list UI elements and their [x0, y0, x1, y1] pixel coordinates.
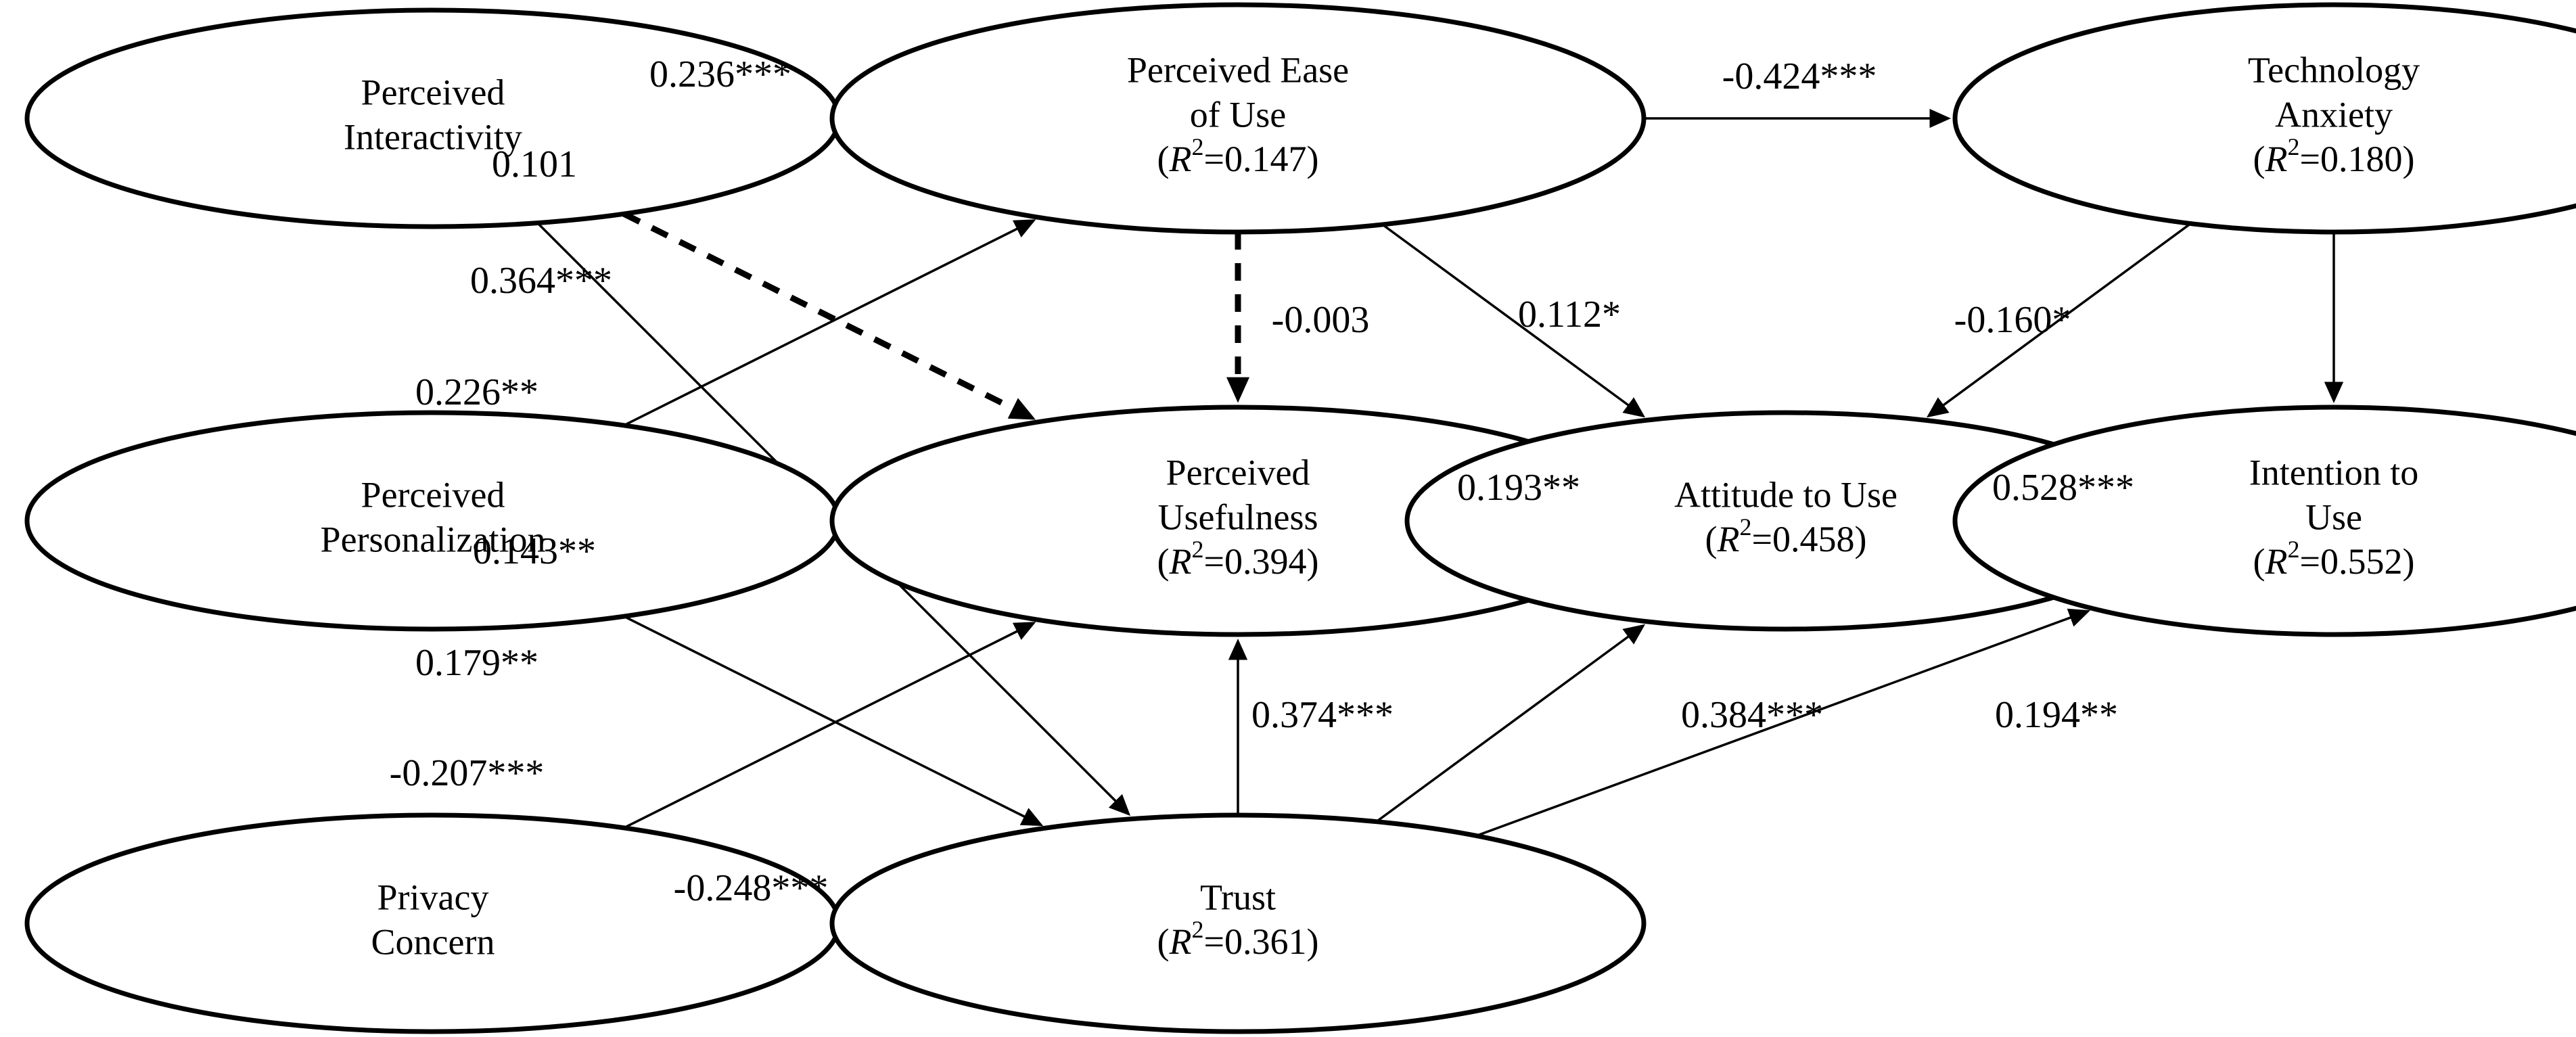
edge-coefficient-trust-to-attitude: 0.384***: [1681, 694, 1823, 736]
edge-coefficient-attitude-to-intention: 0.528***: [1992, 467, 2134, 509]
node-ellipse-intention-to-use: [1952, 405, 2576, 637]
node-label-privacy-concern: Concern: [371, 921, 495, 962]
edge-coefficient-trust-to-pu: 0.374***: [1251, 694, 1394, 736]
node-label-attitude-to-use: Attitude to Use: [1674, 474, 1898, 515]
node-label-perceived-usefulness: Perceived: [1166, 452, 1310, 492]
edge-coefficient-pi-to-peou: 0.236***: [649, 53, 791, 95]
node-label-perceived-ease-of-use: of Use: [1190, 94, 1286, 135]
edge-coefficient-pi-to-pu: 0.101: [492, 143, 577, 185]
edge-trust-to-intention: [1475, 608, 2091, 837]
node-label-privacy-concern: Privacy: [377, 877, 489, 917]
node-r2-trust: (R2=0.361): [1157, 916, 1319, 962]
edge-pi-to-pu: [622, 211, 1036, 420]
node-r2-intention-to-use: (R2=0.552): [2253, 536, 2415, 582]
edge-coefficient-peou-to-pu: -0.003: [1272, 299, 1370, 341]
edge-coefficient-ta-to-attitude: -0.160*: [1954, 299, 2071, 341]
node-r2-perceived-usefulness: (R2=0.394): [1157, 536, 1319, 582]
node-label-perceived-interactivity: Interactivity: [344, 116, 522, 157]
node-attitude-to-use[interactable]: Attitude to Use(R2=0.458): [1404, 410, 2167, 632]
edge-coefficient-pc-to-trust: -0.248***: [674, 867, 829, 909]
node-ellipse-perceived-ease-of-use: [829, 2, 1647, 235]
node-label-trust: Trust: [1200, 877, 1276, 917]
node-label-perceived-ease-of-use: Perceived Ease: [1127, 49, 1349, 90]
node-label-perceived-usefulness: Usefulness: [1158, 497, 1318, 537]
edge-coefficient-pc-to-pu: -0.207***: [390, 752, 545, 794]
edge-pp-to-peou: [623, 219, 1036, 427]
node-r2-perceived-ease-of-use: (R2=0.147): [1157, 133, 1319, 179]
edge-coefficient-trust-to-intention: 0.194**: [1995, 694, 2118, 736]
edge-labels-layer: 0.236*** 0.101 0.364*** 0.226** 0.143** 0.179…: [390, 53, 2134, 909]
edge-coefficient-pi-to-trust: 0.364***: [470, 260, 612, 302]
node-label-intention-to-use: Use: [2305, 497, 2362, 537]
edge-ta-to-attitude: [1926, 223, 2192, 418]
edge-pc-to-pu: [623, 622, 1036, 829]
edge-pp-to-trust: [623, 615, 1044, 827]
edge-coefficient-pp-to-pu: 0.143**: [473, 530, 596, 572]
edge-coefficient-pp-to-peou: 0.226**: [415, 371, 538, 413]
edge-coefficient-pp-to-trust: 0.179**: [415, 642, 538, 684]
node-label-technology-anxiety: Anxiety: [2275, 94, 2393, 135]
edge-coefficient-pu-to-attitude: 0.193**: [1457, 467, 1580, 509]
node-label-perceived-interactivity: Perceived: [361, 72, 505, 112]
edge-coefficient-peou-to-attitude: 0.112*: [1518, 294, 1621, 336]
edge-coefficient-peou-to-ta: -0.424***: [1722, 55, 1877, 97]
node-ellipse-trust: [829, 812, 1647, 1034]
node-ellipse-technology-anxiety: [1952, 2, 2576, 235]
node-r2-attitude-to-use: (R2=0.458): [1705, 513, 1867, 559]
node-label-intention-to-use: Intention to: [2249, 452, 2418, 492]
edge-trust-to-attitude: [1375, 624, 1646, 823]
node-label-perceived-personalization: Perceived: [361, 474, 505, 515]
node-label-technology-anxiety: Technology: [2248, 49, 2420, 90]
node-label-perceived-personalization: Personalization: [321, 519, 546, 559]
node-trust[interactable]: Trust(R2=0.361): [829, 812, 1647, 1034]
nodes-layer: PerceivedInteractivityPerceivedPersonali…: [24, 2, 2576, 1034]
node-r2-technology-anxiety: (R2=0.180): [2253, 133, 2415, 179]
edge-peou-to-attitude: [1381, 223, 1646, 418]
node-intention-to-use[interactable]: Intention to Use(R2=0.552): [1952, 405, 2576, 637]
